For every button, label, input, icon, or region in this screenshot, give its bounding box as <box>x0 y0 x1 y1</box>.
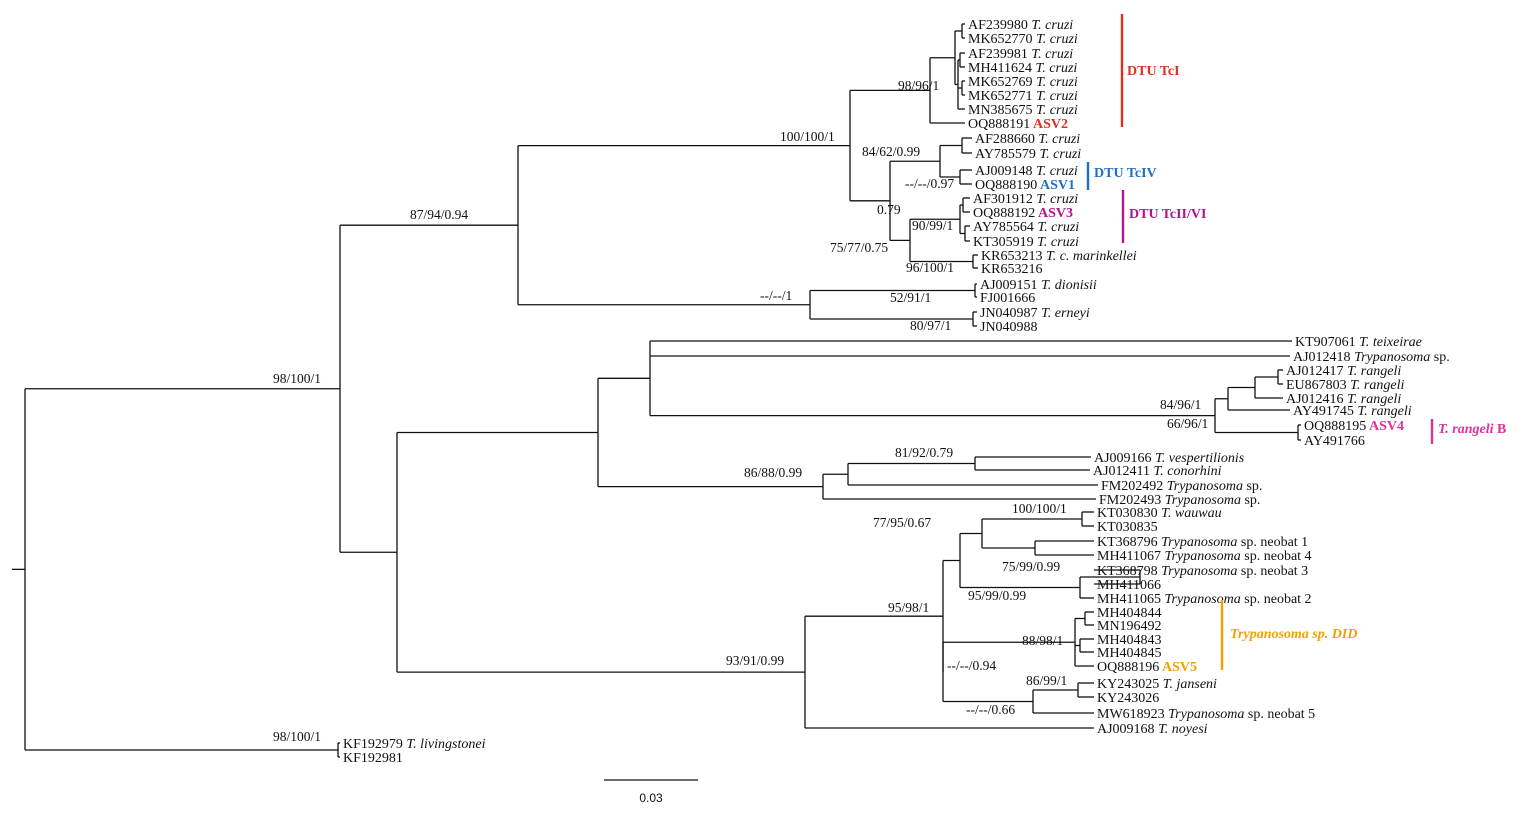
tip-label: MH411065 Trypanosoma sp. neobat 2 <box>1097 592 1312 607</box>
support-value: 81/92/0.79 <box>895 445 953 460</box>
tip-label: AY491766 <box>1304 434 1365 449</box>
scale-bar-label: 0.03 <box>639 791 663 805</box>
tip-label: EU867803 T. rangeli <box>1286 378 1404 393</box>
tip-label: AF239980 T. cruzi <box>968 18 1073 33</box>
clade-label: T. rangeli B <box>1438 422 1506 437</box>
tip-label: AJ009166 T. vespertilionis <box>1094 451 1245 466</box>
tip-label: KT305919 T. cruzi <box>973 235 1079 250</box>
tip-label: KR653213 T. c. marinkellei <box>981 249 1137 264</box>
tree-branches <box>12 23 1301 758</box>
tip-label: AJ009168 T. noyesi <box>1097 722 1208 737</box>
scale-bar: 0.03 <box>604 779 698 805</box>
tip-label: MH404845 <box>1097 646 1162 661</box>
support-value: --/--/1 <box>760 288 792 303</box>
tip-label: AJ012417 T. rangeli <box>1286 364 1401 379</box>
support-value: 98/96/1 <box>898 78 939 93</box>
support-value: 98/100/1 <box>273 371 321 386</box>
support-value: 95/98/1 <box>888 600 929 615</box>
support-value: --/--/0.66 <box>966 702 1015 717</box>
tip-label: MH404844 <box>1097 606 1162 621</box>
tip-label: JN040988 <box>980 320 1038 335</box>
support-value: 77/95/0.67 <box>873 515 931 530</box>
support-value: 100/100/1 <box>1012 501 1067 516</box>
clade-groups: DTU TcI DTU TcIV DTU TcII/VI T. rangeli B Tr… <box>1086 14 1506 670</box>
tip-label: KT030830 T. wauwau <box>1097 506 1222 521</box>
tip-label: KR653216 <box>981 262 1042 277</box>
support-value: 96/100/1 <box>906 260 954 275</box>
tip-label: MH404843 <box>1097 633 1162 648</box>
support-value: 0.79 <box>877 202 901 217</box>
support-value: 75/99/0.99 <box>1002 559 1060 574</box>
tip-label: MW618923 Trypanosoma sp. neobat 5 <box>1097 707 1315 722</box>
tip-label: AF239981 T. cruzi <box>968 47 1073 62</box>
tip-label: OQ888196 ASV5 <box>1097 660 1197 675</box>
tip-label: FM202493 Trypanosoma sp. <box>1099 493 1260 508</box>
support-value: 95/99/0.99 <box>968 588 1026 603</box>
support-value: 84/96/1 <box>1160 397 1201 412</box>
tip-label: KY243025 T. janseni <box>1097 677 1217 692</box>
tip-label: OQ888195 ASV4 <box>1304 419 1404 434</box>
clade-label: Trypanosoma sp. DID <box>1230 627 1357 642</box>
tip-label: AY785579 T. cruzi <box>975 147 1081 162</box>
support-value: 86/99/1 <box>1026 673 1067 688</box>
tip-label: KF192981 <box>343 751 403 766</box>
tip-label: MK652769 T. cruzi <box>968 75 1078 90</box>
tip-label: AJ009148 T. cruzi <box>975 164 1078 179</box>
tip-label: AJ009151 T. dionisii <box>980 278 1097 293</box>
clade-label: DTU TcII/VI <box>1129 207 1206 222</box>
tip-label: MK652770 T. cruzi <box>968 32 1078 47</box>
support-value: 100/100/1 <box>780 129 835 144</box>
support-value: 84/62/0.99 <box>862 144 920 159</box>
clade-label: DTU TcI <box>1127 64 1180 79</box>
tip-label: KT368796 Trypanosoma sp. neobat 1 <box>1097 535 1308 550</box>
tip-label: FJ001666 <box>980 291 1035 306</box>
tip-label: JN040987 T. erneyi <box>980 306 1090 321</box>
support-value: 66/96/1 <box>1167 416 1208 431</box>
tip-label: OQ888192 ASV3 <box>973 206 1073 221</box>
support-value: --/--/0.97 <box>905 176 954 191</box>
tip-label: MH411066 <box>1097 578 1161 593</box>
tip-label: MK652771 T. cruzi <box>968 89 1078 104</box>
support-value: 98/100/1 <box>273 729 321 744</box>
tip-label: AF288660 T. cruzi <box>975 132 1080 147</box>
tip-label: AY785564 T. cruzi <box>973 220 1079 235</box>
tip-label: AF301912 T. cruzi <box>973 192 1078 207</box>
tip-label: AY491745 T. rangeli <box>1293 404 1412 419</box>
support-value: 90/99/1 <box>912 218 953 233</box>
support-value: 86/88/0.99 <box>744 465 802 480</box>
tip-label: AJ012416 T. rangeli <box>1286 392 1401 407</box>
support-value: --/--/0.94 <box>947 658 996 673</box>
tip-label: KY243026 <box>1097 691 1159 706</box>
tip-label: AJ012418 Trypanosoma sp. <box>1293 350 1450 365</box>
support-value: 75/77/0.75 <box>830 240 888 255</box>
support-value: 80/97/1 <box>910 318 951 333</box>
support-values: 98/100/1 87/94/0.94 100/100/1 98/96/1 84/62/… <box>273 78 1208 744</box>
tip-label: OQ888191 ASV2 <box>968 117 1068 132</box>
tip-label: MH411067 Trypanosoma sp. neobat 4 <box>1097 549 1312 564</box>
tip-label: KT368798 Trypanosoma sp. neobat 3 <box>1097 564 1308 579</box>
clade-label: DTU TcIV <box>1094 166 1157 181</box>
support-value: 88/98/1 <box>1022 633 1063 648</box>
support-value: 93/91/0.99 <box>726 653 784 668</box>
tip-label: OQ888190 ASV1 <box>975 178 1075 193</box>
tip-label: KT907061 T. teixeirae <box>1295 335 1422 350</box>
tip-label: MN196492 <box>1097 619 1162 634</box>
tip-label: AJ012411 T. conorhini <box>1093 464 1222 479</box>
tip-label: KT030835 <box>1097 520 1158 535</box>
tip-label: KF192979 T. livingstonei <box>343 737 486 752</box>
tip-label: FM202492 Trypanosoma sp. <box>1101 479 1262 494</box>
tip-label: MH411624 T. cruzi <box>968 61 1077 76</box>
support-value: 87/94/0.94 <box>410 207 468 222</box>
tip-label: MN385675 T. cruzi <box>968 103 1078 118</box>
support-value: 52/91/1 <box>890 290 931 305</box>
